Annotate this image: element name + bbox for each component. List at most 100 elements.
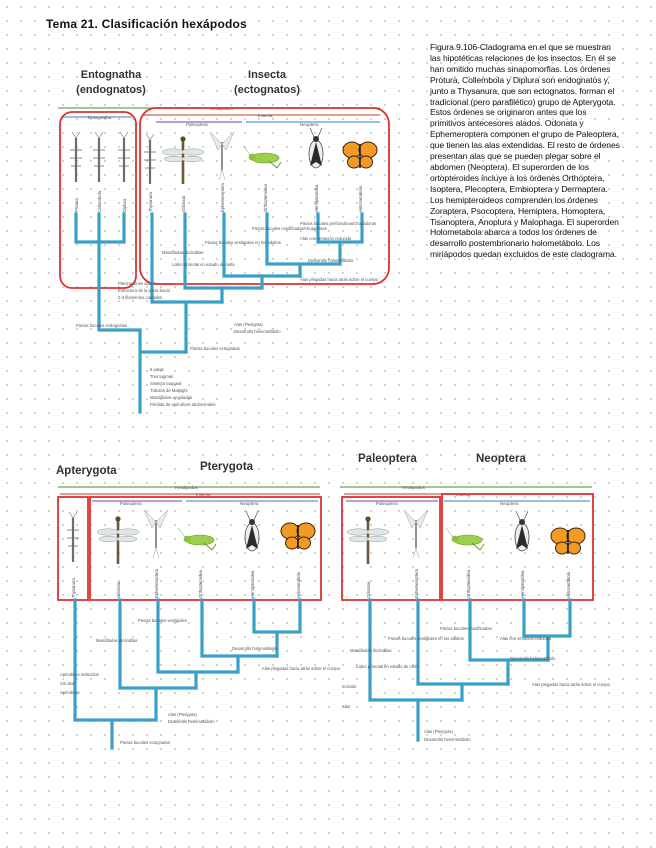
fig2-order-label: Holometabola: [296, 571, 301, 598]
fig2-node-label: Alas (Pterigota): [168, 712, 197, 717]
fig2-node-label: Sin alas: [60, 681, 75, 686]
fig1-bar-neoptera: Neoptera: [300, 122, 319, 127]
fig1-order-label: Hemipteroidea: [314, 184, 319, 212]
fig2-order-label: Orthopteroidea: [198, 569, 203, 598]
fig2-order-label: Ephemeroptera: [154, 568, 159, 598]
fig1-header-insecta: Insecta (ectognatos): [234, 69, 300, 96]
hemipteroidea-insect-icon: [514, 510, 530, 552]
fig3-highlight-neoptera: [441, 493, 594, 601]
fig1-node-label: Túbulos de Malpighi: [150, 388, 188, 393]
fig1-node-label: 6 patas: [150, 367, 164, 372]
fig1-highlight-insecta: [139, 107, 390, 285]
fig1-node-label: Sistema traqueal: [150, 381, 181, 386]
protura-insect-icon: [68, 130, 84, 184]
fig3-node-label: Desarrollo holometábolo: [510, 656, 556, 661]
fig2-bar-neoptera: Neoptera: [240, 501, 259, 506]
fig2-order-label: Hemipteroidea: [250, 570, 255, 598]
fig3-node-label: Piezas bucales modificadas: [440, 626, 492, 631]
fig1-order-label: Holometabola: [358, 185, 363, 212]
figure-caption: Figura 9.106-Cladograma en el que se mue…: [430, 42, 620, 260]
fig1-node-label: Piezas bucales perforadoras/chupadoras: [300, 221, 376, 226]
fig2-node-label: Apéndices: [60, 690, 80, 695]
fig3-title-paleoptera: Paleoptera: [358, 453, 417, 465]
fig1-node-label: Piezas bucales ectognatas: [190, 346, 240, 351]
fig3-node-label: Alas: [342, 704, 350, 709]
fig1-node-label: Alas con venación reducida: [300, 236, 352, 241]
fig2-node-label: Mandíbulas dicóndilas: [96, 638, 137, 643]
fig3-node-label: Labro pronotal en estado de ninfa: [356, 664, 419, 669]
fig1-node-label: Pérdida de apéndices abdominales: [150, 402, 215, 407]
fig3-order-label: Hemipteroidea: [520, 570, 525, 598]
fig3-node-label: Alas (Pterigota): [424, 729, 453, 734]
fig2-node-label: Apéndices reducidos: [60, 672, 99, 677]
holometabola-insect-icon: [550, 527, 586, 555]
fig2-title-apterygota: Apterygota: [56, 465, 117, 477]
fig1-order-label: Ephemeroptera: [220, 182, 225, 212]
odonata-insect-icon: [95, 515, 141, 566]
fig3-order-label: Orthopteroidea: [466, 569, 471, 598]
fig2-highlight-apterygota: [57, 496, 89, 601]
fig3-highlight-paleoptera: [341, 496, 441, 601]
fig1-order-label: Diplura: [122, 198, 127, 212]
fig1-bar-entognatha: Entognatha: [88, 115, 112, 120]
fig1-node-label: 2-3 filamentos caudales: [118, 295, 162, 300]
fig1-node-label: Desarrollo hemimetábolo: [234, 329, 281, 334]
fig2-node-label: Alas plegadas hacia atrás sobre el cuerp…: [262, 666, 341, 671]
fig1-header-entognatha: Entognatha (endognatos): [76, 69, 146, 96]
fig2-bar-paleoptera: Paleoptera: [120, 501, 142, 506]
fig1-order-label: Collembola: [97, 190, 102, 212]
fig1-order-label: Protura: [74, 198, 79, 212]
fig1-bar-paleoptera: Paleoptera: [186, 122, 208, 127]
hemipteroidea-insect-icon: [244, 510, 260, 552]
fig2-order-label: Thysanura: [71, 578, 76, 598]
fig3-node-label: Piezas bucales vestigiales en los adulto…: [388, 636, 464, 641]
fig1-node-label: Tres tagmas: [150, 374, 173, 379]
holometabola-insect-icon: [342, 141, 378, 169]
holometabola-insect-icon: [280, 522, 316, 550]
fig2-node-label: Desarrollo holometábolo: [232, 646, 278, 651]
fig2-node-label: Piezas bucales ectognatas: [120, 740, 170, 745]
orthopteroidea-insect-icon: [242, 145, 282, 169]
collembola-insect-icon: [91, 130, 107, 184]
fig2-cladogram-tree: [73, 598, 302, 750]
fig1-node-label: Mandíbulas unguladas: [150, 395, 192, 400]
fig3-bar-hexapoda: Hexápodos: [402, 485, 426, 490]
fig1-node-label: Pterizaciones alares: [118, 281, 156, 286]
fig1-order-label: Thysanura: [148, 192, 153, 212]
fig2-highlight-pterygota: [89, 496, 322, 601]
fig3-node-label: Alas plegadas hacia atrás sobre el cuerp…: [532, 682, 611, 687]
fig3-order-label: Ephemeroptera: [414, 568, 419, 598]
fig3-node-label: Mandíbulas dicóndilas: [350, 648, 391, 653]
fig3-bar-paleoptera: Paleoptera: [376, 501, 398, 506]
fig1-node-label: Piezas bucales endognatas: [76, 323, 127, 328]
fig2-title-pterygota: Pterygota: [200, 461, 254, 473]
fig2-node-label: Piezas bucales vestigiales: [138, 618, 187, 623]
fig2-bar-hexapoda: Hexápodos: [175, 485, 199, 490]
fig1-order-label: Orthopteroidea: [263, 183, 268, 212]
ephemeroptera-insect-icon: [209, 131, 235, 181]
fig1-node-label: Alas (Pterigota): [234, 322, 263, 327]
orthopteroidea-insect-icon: [445, 527, 485, 551]
fig1-node-label: Piezas bucales vestigiales en los adulto…: [205, 240, 281, 245]
odonata-insect-icon: [345, 515, 391, 566]
hemipteroidea-insect-icon: [308, 127, 324, 169]
fig3-order-label: Odonata: [366, 581, 371, 598]
fig1-cladogram-tree: [74, 212, 364, 414]
fig3-title-neoptera: Neoptera: [476, 453, 526, 465]
fig3-order-label: Holometabola: [566, 571, 571, 598]
fig1-node-label: Labro pronotal en estado de ninfa: [172, 262, 235, 267]
fig1-bar-insecta: Insecta: [258, 113, 273, 118]
ephemeroptera-insect-icon: [143, 509, 169, 559]
fig2-node-label: Desarrollo hemimetábolo: [168, 719, 215, 724]
fig2-order-label: Odonata: [116, 581, 121, 598]
fig2-bar-insecta: Insecta: [196, 492, 211, 497]
fig1-node-label: Desarrollo holometábolo: [308, 258, 354, 263]
page-title: Tema 21. Clasificación hexápodos: [46, 17, 247, 31]
orthopteroidea-insect-icon: [177, 527, 217, 551]
thysanura-insect-icon: [65, 510, 81, 564]
fig1-order-label: Odonata: [181, 195, 186, 212]
fig3-node-label: Incluido: [342, 684, 357, 689]
fig3-bar-neoptera: Neoptera: [500, 501, 519, 506]
odonata-insect-icon: [160, 135, 206, 186]
